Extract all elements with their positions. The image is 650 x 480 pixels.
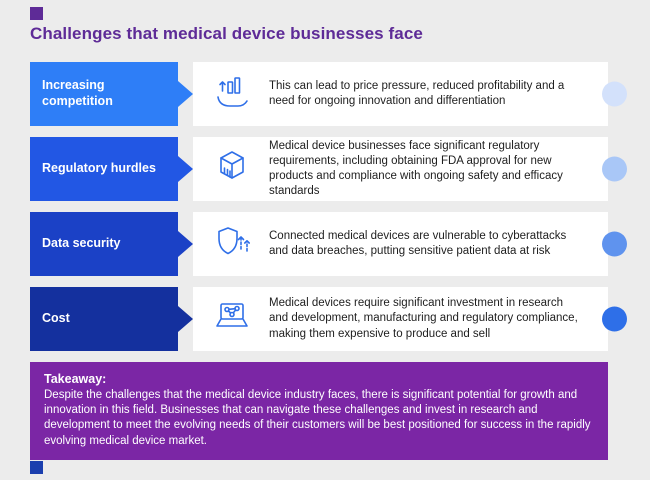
shield-sync-icon [209,221,255,267]
challenge-row: Cost Medical devices require significant… [30,287,627,351]
arrow-pointer-icon [178,156,193,182]
challenge-row: Regulatory hurdles Medical device busine… [30,137,627,201]
arrow-pointer-icon [178,81,193,107]
challenge-row: Data security Connected medical devices … [30,212,627,276]
challenge-row: Increasing competition This can lead to … [30,62,627,126]
challenge-card: Connected medical devices are vulnerable… [193,212,608,276]
top-left-accent-square [30,7,43,20]
row-bullet-dot [602,81,627,107]
bottom-left-accent-square [30,461,43,474]
takeaway-heading: Takeaway: [44,372,107,386]
hand-bar-chart-icon [209,71,255,117]
takeaway-body: Despite the challenges that the medical … [44,388,591,447]
laptop-network-icon [209,296,255,342]
row-bullet-dot [602,306,627,332]
challenge-description: This can lead to price pressure, reduced… [269,79,565,107]
row-bullet-dot [602,156,627,182]
infographic: Challenges that medical device businesse… [30,0,627,460]
challenge-description: Medical device businesses face significa… [269,139,563,198]
arrow-pointer-icon [178,231,193,257]
challenge-description: Connected medical devices are vulnerable… [269,229,567,257]
challenge-label: Data security [30,212,178,276]
row-bullet-dot [602,231,627,257]
takeaway-banner: Takeaway: Despite the challenges that th… [30,362,608,460]
page-title: Challenges that medical device businesse… [30,24,423,43]
arrow-pointer-icon [178,306,193,332]
challenge-label: Increasing competition [30,62,178,126]
challenge-description: Medical devices require significant inve… [269,297,578,340]
challenge-card: Medical devices require significant inve… [193,287,608,351]
cube-chart-icon [209,146,255,192]
challenge-label: Cost [30,287,178,351]
challenge-card: Medical device businesses face significa… [193,137,608,201]
challenge-label: Regulatory hurdles [30,137,178,201]
challenge-card: This can lead to price pressure, reduced… [193,62,608,126]
